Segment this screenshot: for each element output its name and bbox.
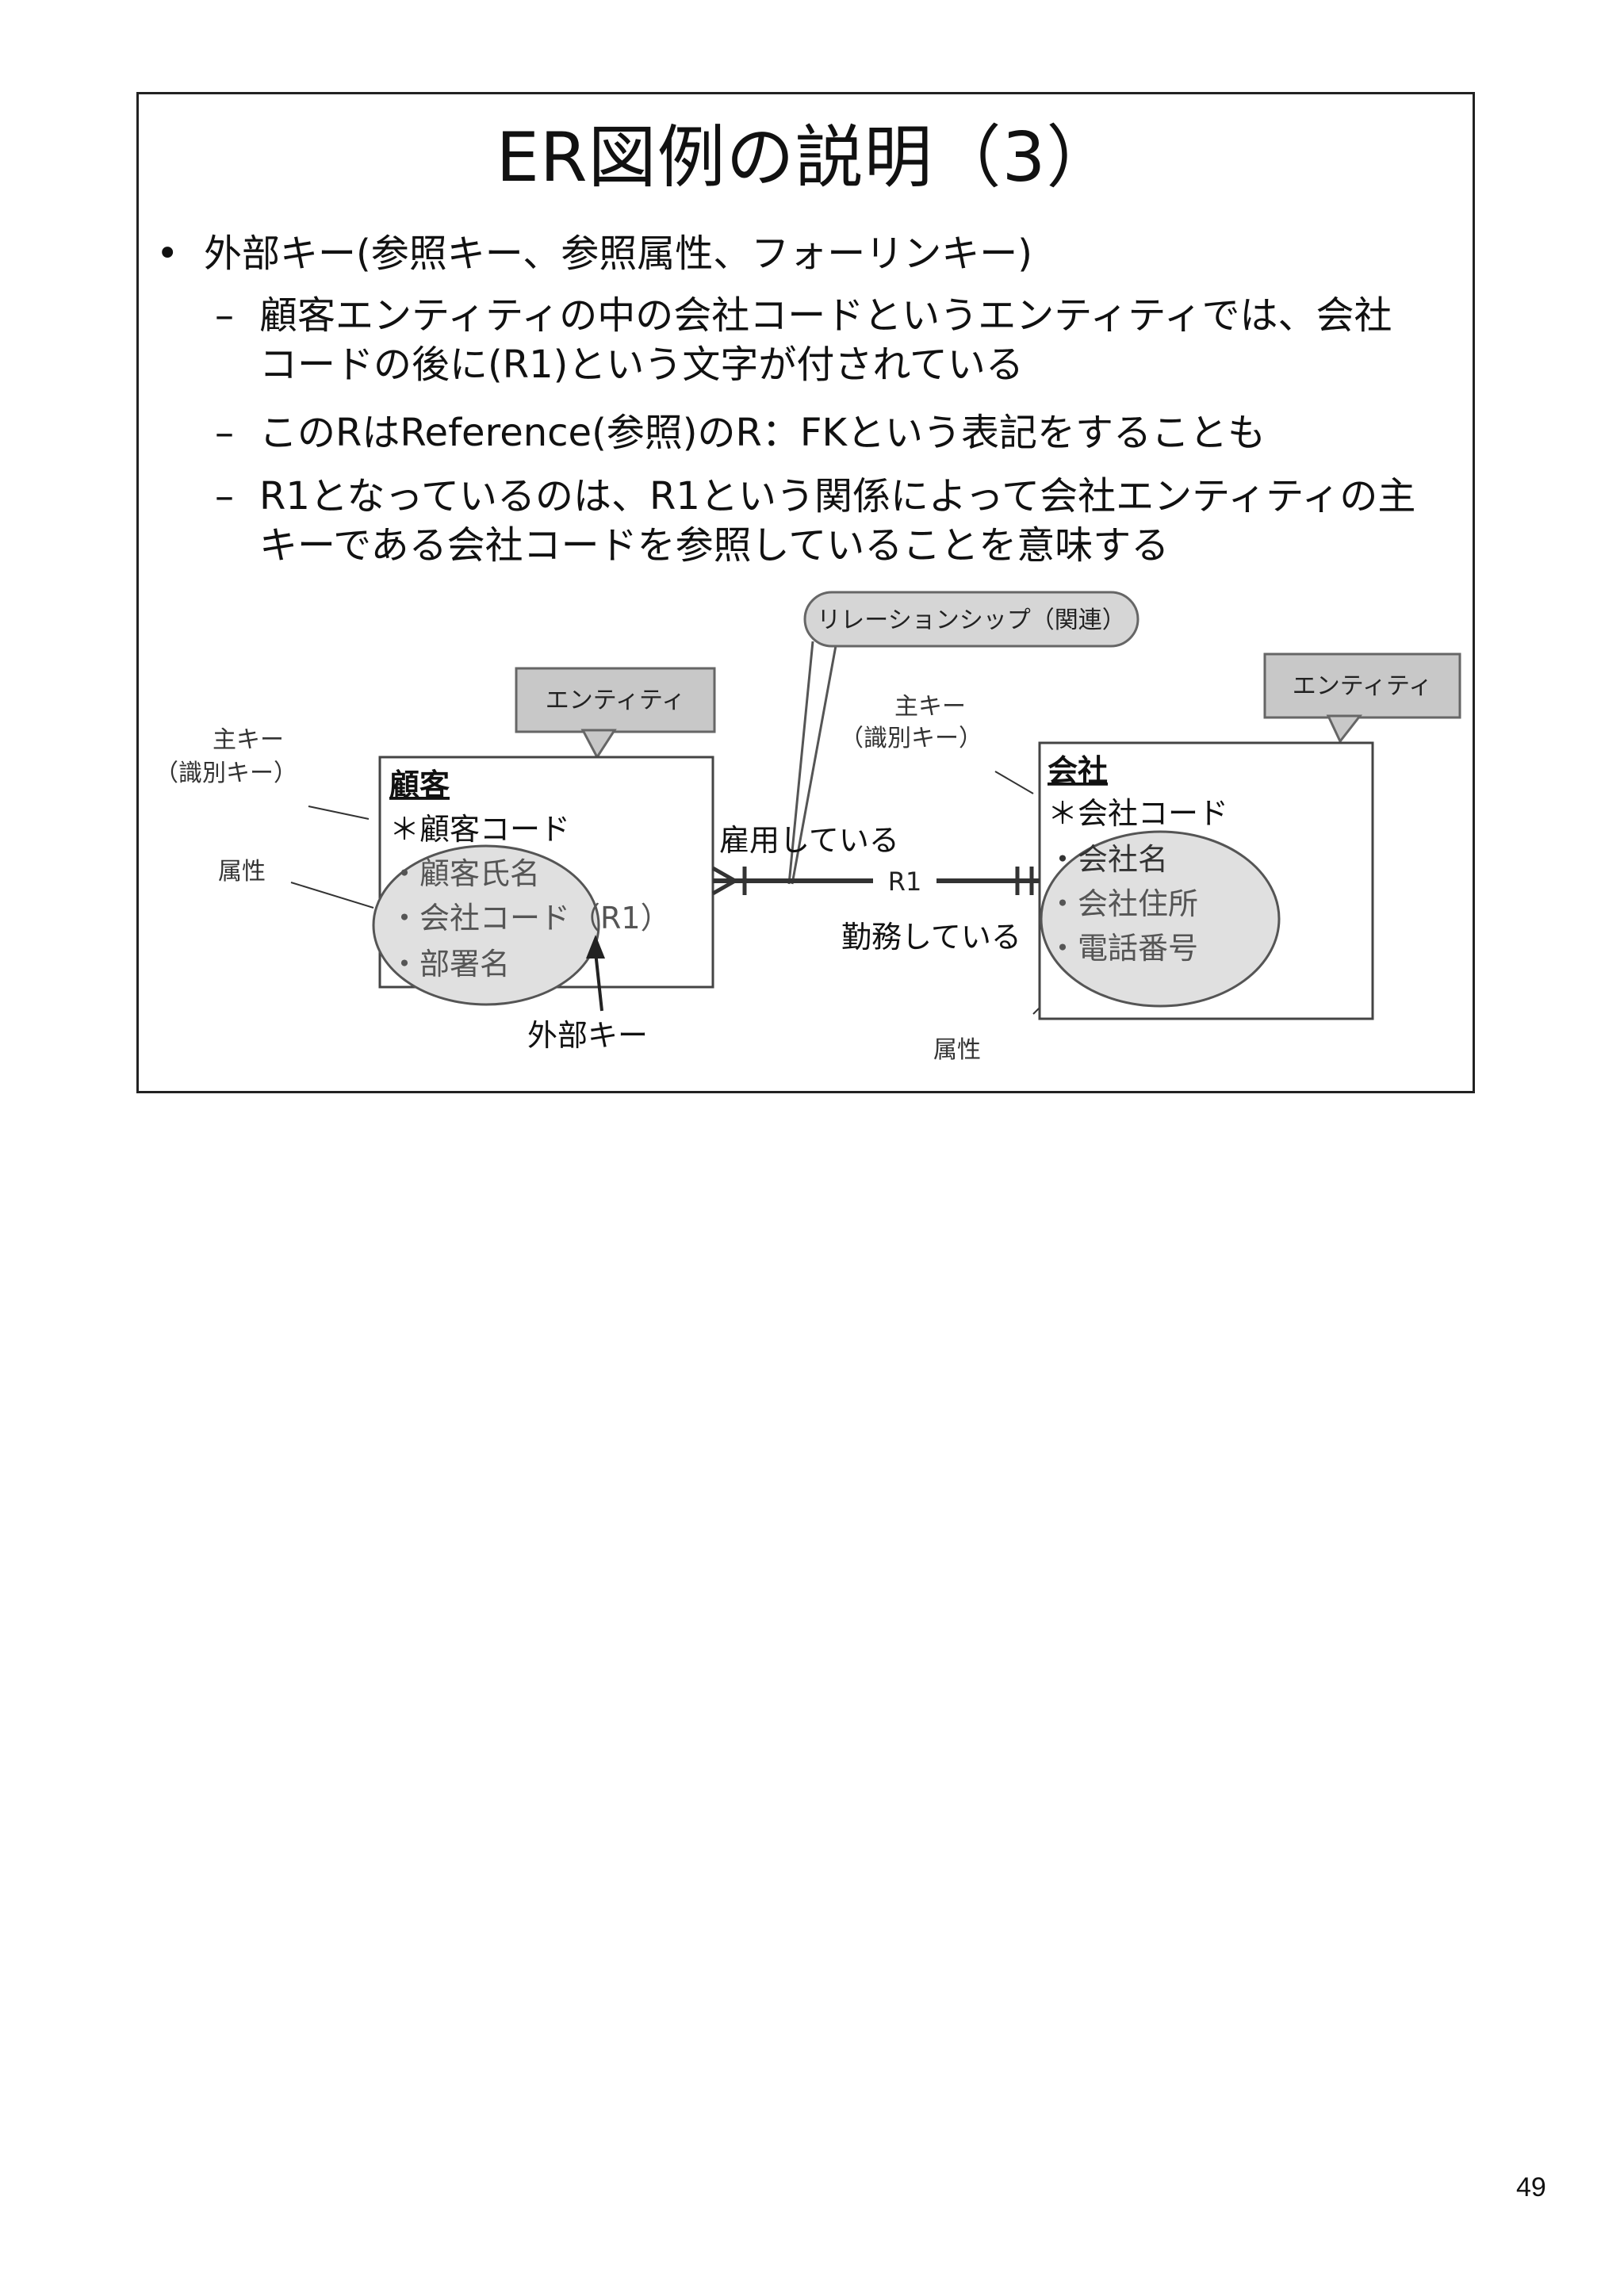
foreign-key-label: 外部キー [527, 1018, 648, 1053]
entity-customer-row: ・顧客氏名 [389, 856, 540, 891]
sub-bullet-marker-1: – [215, 293, 234, 338]
entity-customer-fk-row: ・会社コード（R1） [389, 901, 671, 936]
entity-company-row: ・電話番号 [1048, 931, 1198, 966]
attr-label-left: 属性 [218, 858, 266, 886]
sub-bullet-1-line-1: 顧客エンティティの中の会社コードというエンティティでは、会社 [259, 293, 1392, 338]
entity-customer-pk-row: ＊顧客コード [389, 812, 570, 847]
entity-company-row: ・会社住所 [1048, 886, 1198, 921]
bullet-marker: • [156, 232, 179, 276]
sub-bullet-2-line-1: このRはReference(参照)のR：FKという表記をすることも [259, 411, 1266, 455]
slide-frame: ER図例の説明（3） • 外部キー(参照キー、参照属性、フォーリンキー) – 顧… [136, 92, 1475, 1093]
relationship-verb-top: 雇用している [719, 823, 899, 858]
page-number: 49 [1516, 2172, 1546, 2202]
pk-label-left-1: 主キー [213, 726, 284, 754]
slide-title: ER図例の説明（3） [496, 118, 1116, 197]
entity-company-pk-row: ＊会社コード [1048, 796, 1228, 831]
relationship-callout: リレーションシップ（関連） [787, 591, 1139, 885]
relationship-verb-bottom: 勤務している [841, 920, 1021, 955]
entity-company-row: ・会社名 [1048, 842, 1168, 877]
relationship-callout-label: リレーションシップ（関連） [817, 607, 1125, 634]
entity-callout-left-label: エンティティ [546, 687, 685, 714]
pk-label-right-1: 主キー [894, 693, 966, 721]
attr-label-right: 属性 [933, 1036, 981, 1064]
foreign-key-annotation: 外部キー [527, 935, 648, 1053]
sub-bullet-1-line-2: コードの後に(R1)という文字が付されている [259, 342, 1024, 387]
sub-bullet-marker-3: – [215, 474, 234, 519]
entity-company: 会社 ＊会社コード ・会社名 ・会社住所 ・電話番号 [1038, 741, 1374, 1020]
entity-company-name: 会社 [1048, 753, 1108, 788]
relationship-line: R1 雇用している 勤務している [711, 823, 1040, 955]
entity-callout-right-label: エンティティ [1293, 672, 1432, 700]
er-diagram: リレーションシップ（関連） エンティティ エンティティ 主キー （識別キー） 属… [155, 591, 1461, 1064]
pk-label-left-2: （識別キー） [155, 760, 297, 787]
entity-customer-row: ・部署名 [389, 947, 510, 982]
entity-callout-right: エンティティ [1263, 652, 1461, 744]
entity-callout-left: エンティティ [515, 667, 716, 760]
sub-bullet-3-line-1: R1となっているのは、R1という関係によって会社エンティティの主 [259, 474, 1416, 519]
entity-customer: 顧客 ＊顧客コード ・顧客氏名 ・会社コード（R1） ・部署名 [372, 756, 714, 1006]
pk-label-right-2: （識別キー） [840, 725, 982, 752]
main-bullet-text: 外部キー(参照キー、参照属性、フォーリンキー) [204, 232, 1032, 276]
sub-bullet-3-line-2: キーである会社コードを参照していることを意味する [259, 523, 1170, 568]
relationship-id: R1 [888, 867, 922, 897]
main-bullet: • [156, 229, 178, 278]
sub-bullet-marker-2: – [215, 411, 234, 455]
entity-customer-name: 顧客 [389, 767, 450, 802]
